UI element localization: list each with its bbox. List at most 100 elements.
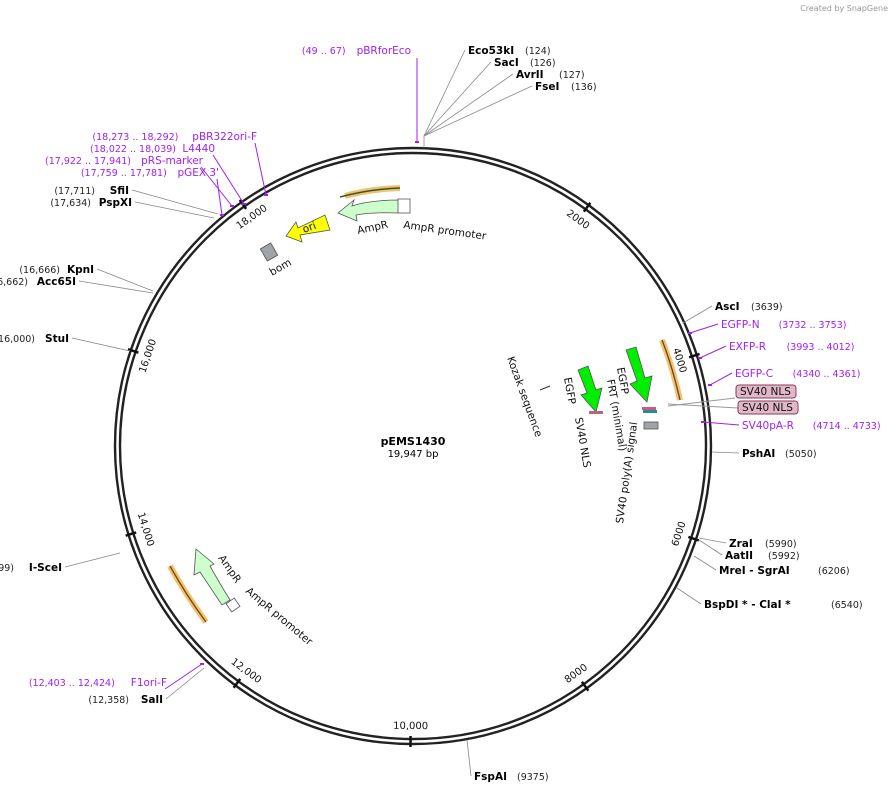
enzyme-leader (698, 539, 723, 556)
primer-sv40pa-r[interactable]: SV40pA-R(4714 .. 4733) (742, 420, 881, 432)
ampr-promoter-bottom[interactable] (225, 597, 241, 613)
kozak-label: Kozak sequence (504, 355, 544, 439)
enzyme-site-eco53ki[interactable]: Eco53kI(124) (468, 45, 551, 57)
enzyme-site-pspxi[interactable]: PspXI (17,634) (50, 197, 132, 209)
enzyme-site-saci[interactable]: SacI(126) (494, 57, 556, 69)
primer-egfp-n[interactable]: EGFP-N(3732 .. 3753) (721, 319, 846, 331)
tick-mark (125, 531, 137, 537)
primer-name: EXFP-R (729, 341, 766, 353)
enzyme-site-kpni[interactable]: KpnI(16,666) (19, 264, 94, 276)
tick-mark (688, 352, 700, 359)
enzyme-site-zrai[interactable]: ZraI(5990) (729, 538, 797, 550)
tick-label: 18,000 (235, 203, 270, 232)
primer-mark (415, 141, 419, 143)
enzyme-site-avrii[interactable]: AvrII (127) (516, 69, 585, 81)
enzyme-site-stui[interactable]: StuI(16,000) (0, 333, 69, 345)
primer-leader (702, 421, 740, 426)
primer-range: (17,922 .. 17,941) (45, 156, 131, 167)
enzyme-name: SfiI (110, 185, 129, 197)
ori-feature[interactable] (285, 214, 331, 243)
enzyme-site-sfii[interactable]: SfiI(17,711) (54, 185, 129, 197)
enzyme-leader (165, 667, 205, 700)
enzyme-site-fspai[interactable]: FspAI(9375) (474, 771, 549, 783)
ampr-orf-top (344, 185, 401, 199)
sv40-nls-feature[interactable] (589, 411, 603, 414)
primer-name: pBR322ori-F (192, 131, 257, 143)
enzyme-position: (17,634) (50, 198, 91, 209)
primer-mark (701, 421, 705, 423)
primer-leader (212, 154, 245, 205)
enzyme-site-mrei-sgrai[interactable]: MreI - SgrAI (6206) (719, 565, 850, 577)
snapgene-credit: Created by SnapGene (800, 4, 888, 13)
primer-name: SV40pA-R (742, 420, 794, 432)
bom-feature[interactable] (259, 242, 279, 262)
enzyme-leader (71, 337, 131, 352)
enzyme-site-acc65i[interactable]: Acc65I(16,662) (0, 276, 76, 288)
tick-mark (580, 681, 590, 692)
enzyme-leader (78, 280, 154, 294)
enzyme-position: (16,000) (0, 334, 35, 345)
plasmid-backbone (113, 146, 713, 746)
primer-name: F1ori-F (131, 677, 167, 689)
enzyme-position: (6540) (831, 600, 863, 611)
enzyme-site-aatii[interactable]: AatII(5992) (725, 550, 800, 562)
primer-pgex-3-[interactable]: pGEX 3' (17,759 .. 17,781) (81, 167, 219, 179)
enzyme-position: (16,662) (0, 277, 28, 288)
ori-label: ori (301, 220, 318, 236)
primer-range: (4340 .. 4361) (793, 369, 861, 380)
primer-exfp-r[interactable]: EXFP-R(3993 .. 4012) (729, 341, 854, 353)
enzyme-position: (13,799) (0, 563, 14, 574)
sv40-polya-feature[interactable] (643, 421, 659, 430)
primer-range: (17,759 .. 17,781) (81, 168, 167, 179)
nls-box-2[interactable] (737, 400, 799, 415)
enzyme-site-i-scei[interactable]: I-SceI(13,799) (0, 562, 62, 574)
ampr-feature-bottom[interactable] (193, 548, 231, 606)
primer-mark (230, 205, 234, 207)
ampr-orf-top-core (339, 187, 401, 198)
primer-name: EGFP-N (721, 319, 760, 331)
primer-mark (200, 663, 204, 665)
enzyme-position: (127) (559, 70, 585, 81)
enzyme-leader (466, 739, 472, 777)
enzyme-name: PspXI (99, 197, 132, 209)
enzyme-name: SalI (141, 694, 163, 706)
egfp-label-1: EGFP (561, 376, 578, 405)
enzyme-site-asci[interactable]: AscI(3639) (715, 301, 783, 313)
primer-pbrforeco[interactable]: pBRforEco (49 .. 67) (302, 45, 411, 57)
frt-feature[interactable] (643, 410, 657, 413)
primer-name: pGEX 3' (177, 167, 219, 179)
tick-label: 10,000 (393, 721, 428, 732)
enzyme-name: MreI - SgrAI (719, 565, 790, 577)
primer-range: (49 .. 67) (302, 46, 346, 57)
enzyme-name: AvrII (516, 69, 544, 81)
plasmid-name: pEMS1430 (381, 435, 446, 448)
egfp-label-2: EGFP (614, 366, 631, 395)
ampr-feature-top[interactable] (337, 198, 401, 222)
primer-f1ori-f[interactable]: F1ori-F(12,403 .. 12,424) (29, 677, 167, 689)
enzyme-leader (676, 587, 702, 605)
enzyme-leader (711, 451, 740, 454)
enzyme-position: (6206) (818, 566, 850, 577)
ampr-promoter-top[interactable] (397, 198, 411, 214)
enzyme-leader (682, 305, 713, 324)
primer-egfp-c[interactable]: EGFP-C(4340 .. 4361) (735, 368, 860, 380)
enzyme-site-sali[interactable]: SalI(12,358) (88, 694, 163, 706)
primer-l4440[interactable]: L4440(18,022 .. 18,039) (90, 143, 215, 155)
primer-pbr322ori-f[interactable]: pBR322ori-F(18,273 .. 18,292) (92, 131, 257, 143)
enzyme-site-pshai[interactable]: PshAI(5050) (742, 448, 817, 460)
enzyme-position: (9375) (517, 772, 549, 783)
nls-box-1[interactable] (735, 384, 797, 399)
primer-name: pBRforEco (357, 45, 411, 57)
primer-prs-marker[interactable]: pRS-marker(17,922 .. 17,941) (45, 155, 204, 167)
enzyme-site-bspdi-clai-[interactable]: BspDI * - ClaI *(6540) (704, 599, 863, 611)
enzyme-leader (693, 555, 717, 571)
enzyme-site-fsei[interactable]: FseI(136) (535, 81, 597, 93)
egfp-feature-1[interactable] (577, 365, 603, 413)
egfp-feature-2[interactable] (625, 346, 653, 403)
primer-mark (708, 384, 712, 386)
primer-range: (18,022 .. 18,039) (90, 144, 176, 155)
enzyme-leader (423, 73, 514, 137)
ampr-label-top: AmpR (356, 219, 389, 237)
sv40-nls-feature-2[interactable] (642, 407, 656, 410)
orf-feature-right-core (661, 339, 681, 401)
